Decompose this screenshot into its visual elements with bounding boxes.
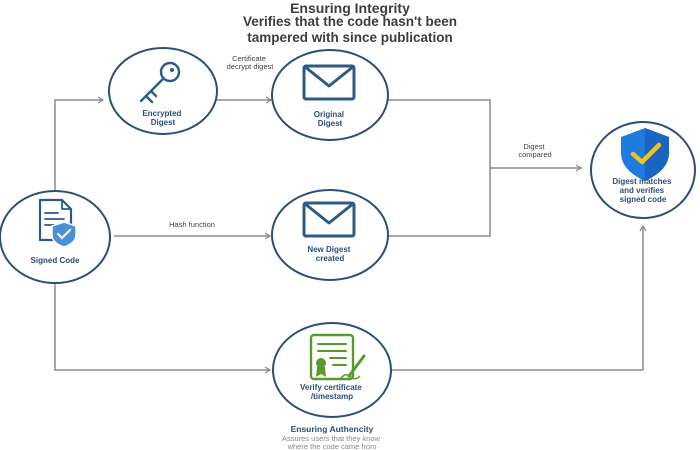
connector-signed-to-verify xyxy=(54,283,272,374)
original-digest-label: Original Digest xyxy=(314,110,346,128)
digest-matches-label: Digest matches and verifies signed code xyxy=(612,177,673,204)
document-check-icon xyxy=(38,198,77,248)
certificate-icon xyxy=(309,333,366,381)
new-digest-label: New Digest created xyxy=(307,245,352,263)
connector-original-to-compare xyxy=(388,99,491,237)
node-original-digest xyxy=(271,49,389,141)
verify-certificate-label: Verify certificate /timestamp xyxy=(300,383,364,401)
shield-check-icon xyxy=(621,128,669,181)
connector-signed-to-encrypted xyxy=(54,96,105,192)
node-encrypted-digest xyxy=(108,47,218,135)
envelope-icon xyxy=(302,201,356,238)
diagram-subtitle-line-1: Verifies that the code hasn't been xyxy=(242,14,458,29)
hash-function-label: Hash function xyxy=(169,220,215,229)
ensuring-authenticity-title: Ensuring Authencity xyxy=(291,424,374,434)
encrypted-digest-label: Encrypted Digest xyxy=(142,109,183,127)
envelope-icon xyxy=(302,64,356,101)
signed-code-label: Signed Code xyxy=(31,256,80,265)
key-icon xyxy=(139,61,181,104)
digest-compared-label: Digest compared xyxy=(518,142,551,159)
ensuring-authenticity-description: Assures users that they know where the c… xyxy=(282,434,382,450)
certificate-decrypt-label: Certificate decrypt digest xyxy=(227,54,275,71)
diagram-title: Ensuring Integrity xyxy=(290,0,410,16)
connector-verify-to-result xyxy=(391,224,647,371)
diagram-subtitle-line-2: tampered with since publication xyxy=(247,30,453,45)
